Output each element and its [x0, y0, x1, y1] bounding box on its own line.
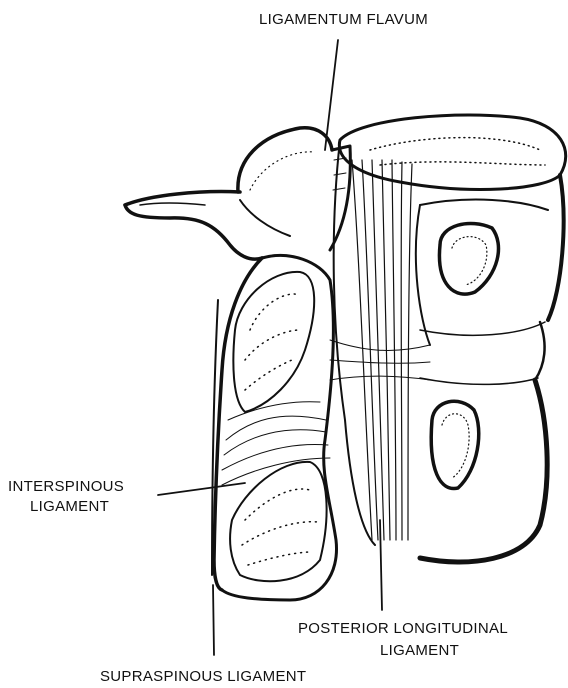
label-interspinous-line2: LIGAMENT [30, 498, 109, 515]
label-supraspinous: SUPRASPINOUS LIGAMENT [100, 668, 306, 685]
posterior-longitudinal-ligament-drawing [330, 140, 430, 545]
leader-line-interspinous [158, 483, 245, 495]
leader-line-posterior-longitudinal [380, 520, 382, 610]
label-posterior-line2: LIGAMENT [380, 642, 459, 659]
vertebral-body-drawing [339, 115, 565, 562]
label-ligamentum-flavum: LIGAMENTUM FLAVUM [259, 11, 428, 28]
leader-line-supraspinous [213, 585, 214, 655]
lamina-and-spinous-process-drawing [125, 128, 350, 600]
leader-line-ligamentum-flavum [325, 40, 338, 150]
label-interspinous-line1: INTERSPINOUS [8, 478, 124, 495]
label-posterior-line1: POSTERIOR LONGITUDINAL [298, 620, 508, 637]
